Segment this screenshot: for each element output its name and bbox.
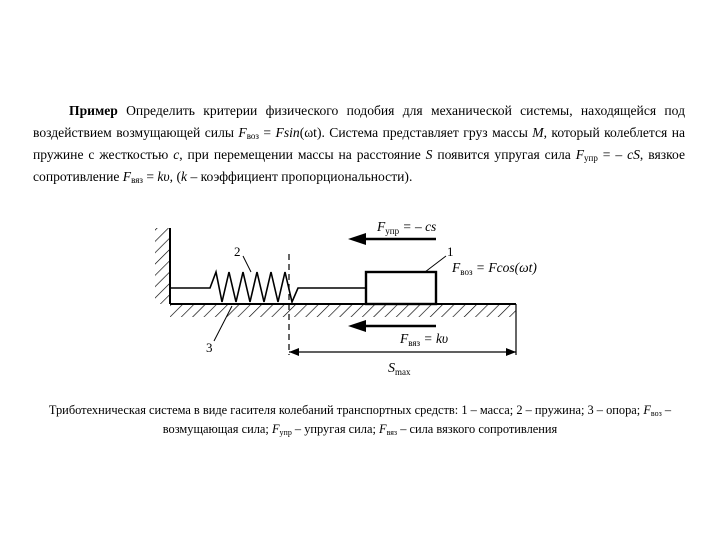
- leader-1: [424, 255, 447, 273]
- force-voz-subscript: воз: [460, 267, 473, 277]
- force-upr-subscript: упр: [385, 226, 399, 236]
- mass-block: [364, 270, 438, 306]
- para-text-4: , который колеблется на пружине с жестко…: [33, 125, 686, 162]
- kv-symbol: kυ: [157, 169, 170, 184]
- para-text-3: . Система представляет груз массы: [321, 125, 533, 140]
- force-voz-rhs: = Fcos(ωt): [473, 260, 538, 275]
- para-text-5: , при перемещении массы на расстояние: [179, 147, 426, 162]
- caption-fvyaz-sub: вяз: [386, 428, 398, 437]
- marker-1: 1: [447, 244, 454, 259]
- fvyaz-symbol: F: [122, 169, 132, 184]
- force-vyaz-symbol: F: [399, 331, 409, 346]
- smax-symbol: S: [388, 361, 395, 376]
- force-vyaz-subscript: вяз: [408, 338, 420, 348]
- fupr-symbol: F: [575, 147, 585, 162]
- para-text-1: Определить критерии физического подобия …: [33, 103, 685, 140]
- marker-2: 2: [234, 244, 241, 259]
- cs-symbol: cS: [627, 147, 640, 162]
- caption-fvoz: F: [643, 403, 651, 417]
- example-label: Пример: [69, 103, 118, 118]
- wall-hatch: [155, 228, 170, 304]
- caption-fvyaz: F: [379, 422, 387, 436]
- problem-paragraph: Пример Определить критерии физического п…: [33, 100, 685, 188]
- wt-symbol: (ωt): [299, 125, 322, 140]
- force-vyaz-label: Fвяз = kυ: [399, 331, 448, 348]
- para-text-8: , вязкое сопротивление: [33, 147, 686, 184]
- caption-text-4: – сила вязкого сопротивления: [397, 422, 558, 436]
- caption-text-3: – упругая сила;: [291, 422, 379, 436]
- fupr-subscript: упр: [584, 153, 598, 163]
- para-text-6: появится упругая сила: [432, 147, 576, 162]
- fsin-symbol: Fsin: [275, 125, 300, 140]
- force-upr-symbol: F: [376, 219, 386, 234]
- force-voz-symbol: F: [451, 260, 461, 275]
- force-upr-rhs: = – cs: [399, 219, 436, 234]
- marker-3: 3: [206, 340, 213, 355]
- para-text-7: = –: [597, 147, 628, 162]
- caption-fvoz-sub: воз: [650, 409, 662, 418]
- force-upr-label: Fупр = – cs: [376, 219, 436, 236]
- caption-text-2: – возмущающая сила;: [162, 403, 672, 436]
- figure-caption: Триботехническая система в виде гасителя…: [40, 401, 680, 439]
- leader-3: [213, 305, 233, 342]
- smax-arrow-right: [506, 348, 516, 356]
- force-vyaz-rhs: = kυ: [420, 331, 448, 346]
- smax-arrow-left: [289, 348, 299, 356]
- caption-text-1: Триботехническая система в виде гасителя…: [48, 403, 644, 417]
- para-text-9: =: [142, 169, 158, 184]
- fvoz-subscript: воз: [246, 131, 259, 141]
- mass-symbol: M: [532, 125, 544, 140]
- leader-2: [242, 255, 252, 273]
- floor-hatch: [170, 304, 516, 317]
- caption-fupr-sub: упр: [279, 428, 292, 437]
- smax-label: Smax: [388, 361, 411, 377]
- force-voz-label: Fвоз = Fcos(ωt): [451, 260, 537, 277]
- smax-subscript: max: [395, 367, 411, 377]
- fvoz-symbol: F: [238, 125, 247, 140]
- force-vyaz-arrowhead: [348, 320, 366, 332]
- para-text-10: , (: [169, 169, 181, 184]
- fvyaz-subscript: вяз: [131, 175, 143, 185]
- distance-symbol: S: [425, 147, 433, 162]
- para-text-11: – коэффициент пропорциональности).: [187, 169, 413, 184]
- force-upr-arrowhead: [348, 233, 366, 245]
- caption-fupr: F: [271, 422, 280, 436]
- spring: [170, 269, 366, 305]
- stiffness-symbol: c: [173, 147, 180, 162]
- para-text-2: =: [258, 125, 276, 140]
- k-symbol: k: [181, 169, 188, 184]
